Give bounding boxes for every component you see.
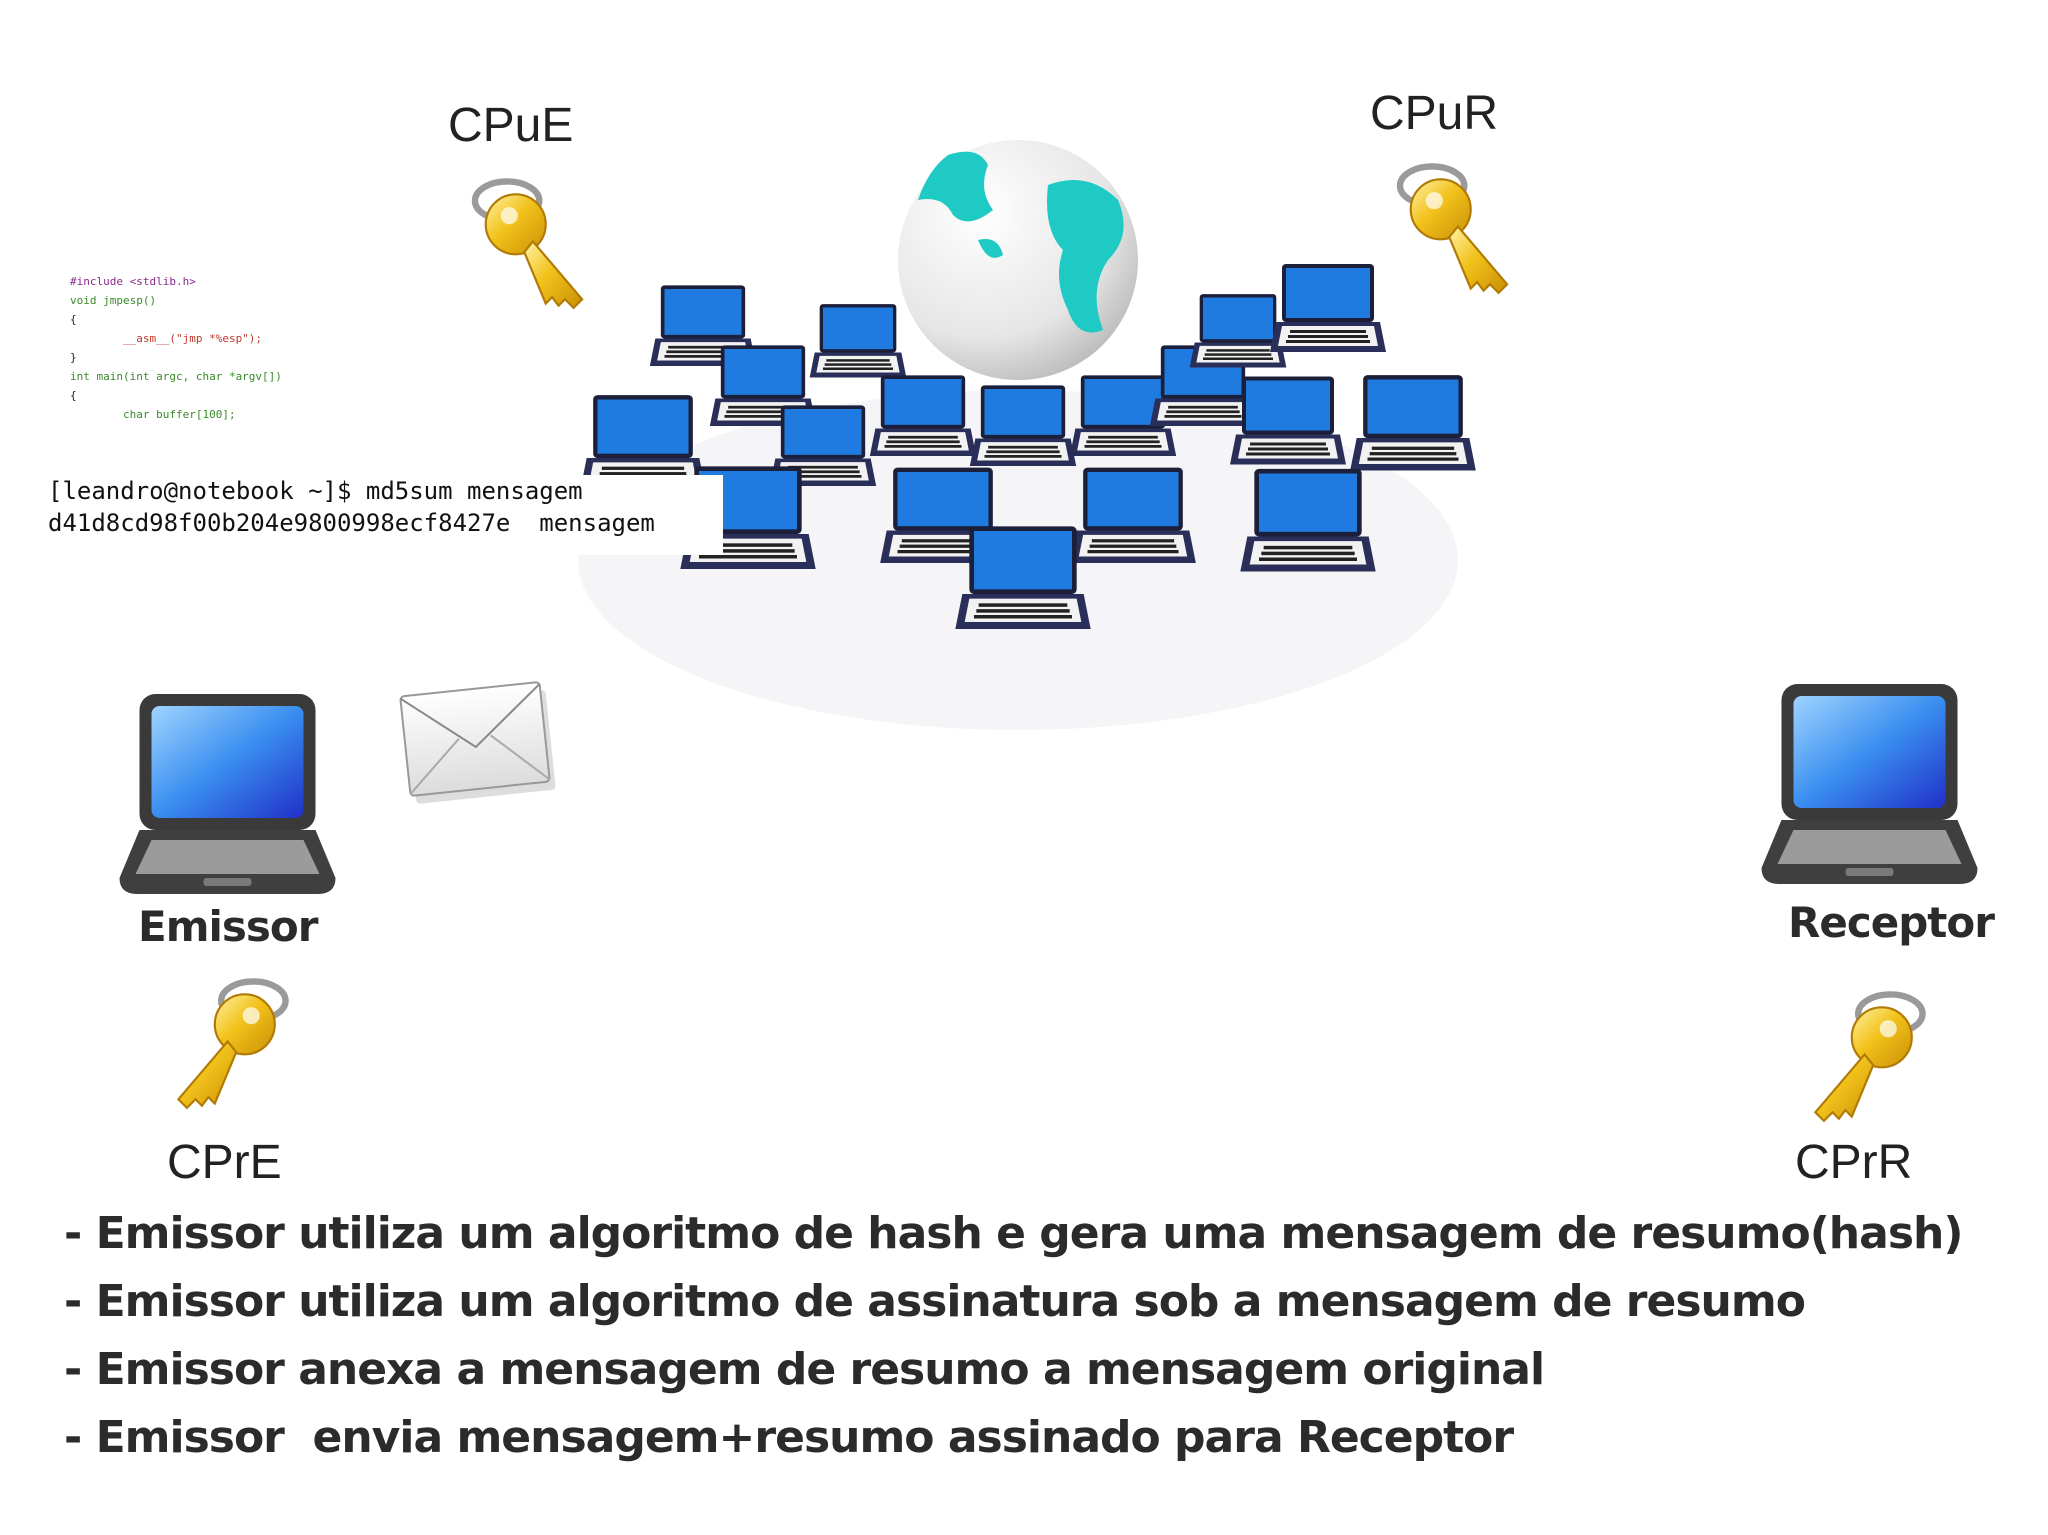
envelope-icon — [399, 681, 556, 804]
step-item: - Emissor utiliza um algoritmo de hash e… — [64, 1208, 1963, 1259]
step-item: - Emissor utiliza um algoritmo de assina… — [64, 1276, 1806, 1327]
code-line: char buffer[100]; — [70, 408, 236, 421]
receiver-label: Receptor — [1788, 898, 1995, 947]
key-icon — [158, 975, 293, 1125]
terminal-output: [leandro@notebook ~]$ md5sum mensagem d4… — [48, 475, 723, 555]
code-line: { — [70, 313, 77, 326]
code-line: __asm__("jmp *%esp"); — [70, 332, 263, 345]
code-snippet: #include <stdlib.h> void jmpesp() { __as… — [70, 272, 380, 482]
terminal-command: [leandro@notebook ~]$ md5sum mensagem — [48, 477, 583, 505]
private-key-emitter-label: CPrE — [167, 1136, 282, 1189]
terminal-hash-output: d41d8cd98f00b204e9800998ecf8427e mensage… — [48, 509, 655, 537]
code-line: { — [70, 389, 77, 402]
laptop-icon — [1757, 680, 1982, 890]
emitter-label: Emissor — [138, 902, 318, 951]
laptop-icon — [115, 690, 340, 900]
code-line: } — [70, 351, 77, 364]
code-line: #include <stdlib.h> — [70, 275, 196, 288]
globe-network-icon — [578, 140, 1476, 730]
key-icon — [1795, 988, 1930, 1138]
step-item: - Emissor envia mensagem+resumo assinado… — [64, 1412, 1514, 1463]
private-key-receiver-label: CPrR — [1795, 1136, 1913, 1189]
public-key-emitter-label: CPuE — [448, 99, 574, 152]
steps-list: - Emissor utiliza um algoritmo de hash e… — [64, 1200, 2024, 1472]
public-key-receiver-label: CPuR — [1370, 87, 1499, 140]
code-line: int main(int argc, char *argv[]) — [70, 370, 282, 383]
code-line: void jmpesp() — [70, 294, 157, 307]
step-item: - Emissor anexa a mensagem de resumo a m… — [64, 1344, 1545, 1395]
